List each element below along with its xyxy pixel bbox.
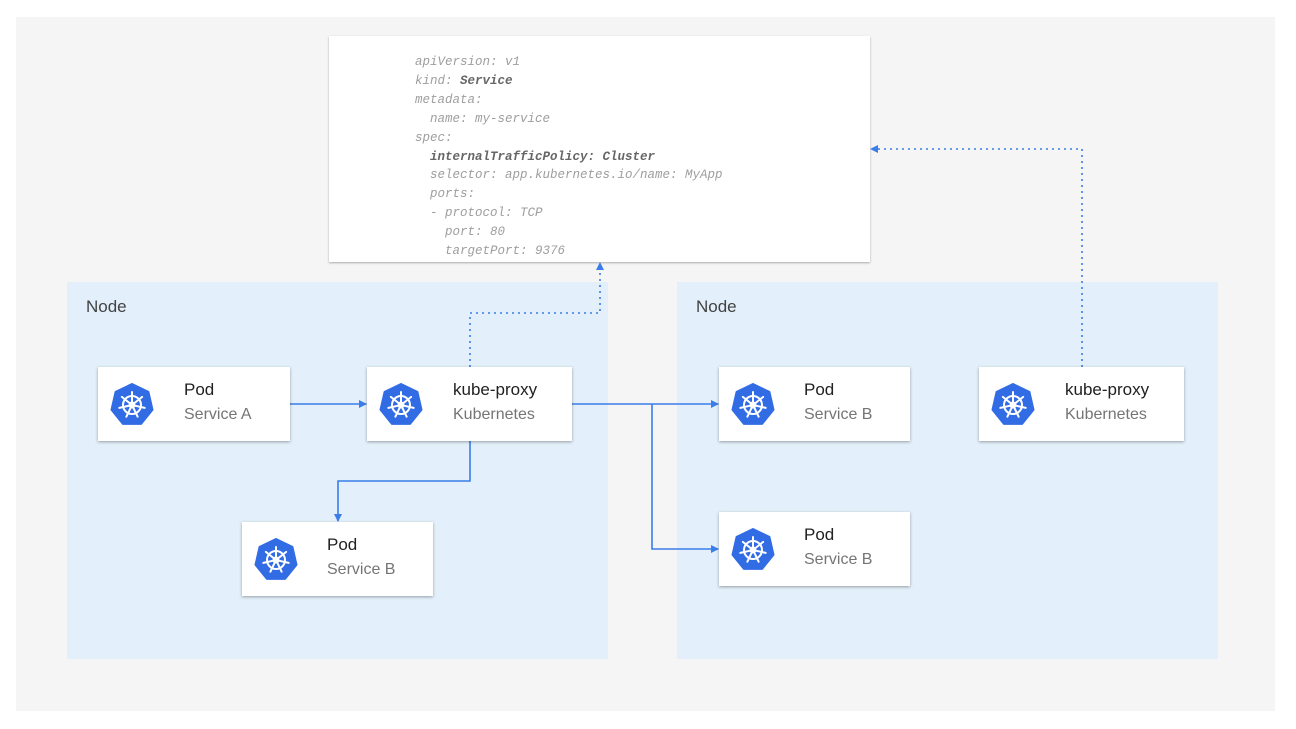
yaml-key: port:	[415, 225, 483, 240]
yaml-value: v1	[497, 55, 521, 69]
yaml-value: 9376	[527, 244, 566, 259]
yaml-line: internalTrafficPolicy: Cluster	[415, 150, 655, 164]
yaml-line: kind: Service	[415, 74, 513, 88]
card-title: Pod	[804, 525, 835, 544]
yaml-key: ports:	[415, 187, 476, 202]
card-subtitle: Service B	[804, 406, 873, 423]
yaml-line: targetPort: 9376	[415, 244, 565, 258]
card-subtitle: Service A	[184, 406, 252, 423]
yaml-key: internalTrafficPolicy:	[415, 149, 596, 164]
yaml-value: Service	[452, 73, 513, 88]
kubernetes-helm-icon	[731, 382, 775, 426]
node-label: Node	[696, 297, 737, 316]
yaml-value: app.kubernetes.io/name: MyApp	[497, 168, 723, 183]
pod-service-b-card-1[interactable]: Pod Service B	[242, 522, 433, 596]
node-label: Node	[86, 297, 127, 316]
arrow-proxy-to-podb1	[334, 441, 471, 522]
kube-proxy-card-1[interactable]: kube-proxy Kubernetes	[367, 367, 572, 441]
kubernetes-helm-icon	[110, 382, 154, 426]
yaml-key: selector:	[415, 168, 498, 183]
kubernetes-helm-icon	[731, 527, 775, 571]
card-title: kube-proxy	[453, 380, 538, 399]
yaml-code: apiVersion: v1 kind: Service metadata: n…	[415, 53, 723, 261]
card-subtitle: Kubernetes	[453, 406, 535, 423]
card-subtitle: Service B	[327, 561, 396, 578]
card-title: kube-proxy	[1065, 380, 1150, 399]
node-2: Node	[677, 282, 1218, 659]
yaml-value: 80	[482, 225, 506, 240]
yaml-line: selector: app.kubernetes.io/name: MyApp	[415, 168, 723, 182]
yaml-key: - protocol:	[415, 206, 513, 221]
yaml-key: kind:	[415, 73, 453, 88]
yaml-value: TCP	[512, 206, 543, 221]
yaml-line: apiVersion: v1	[415, 55, 520, 69]
card-title: Pod	[327, 535, 358, 554]
node-1: Node	[67, 282, 608, 659]
dotted-proxy1-to-service	[469, 262, 604, 367]
kubernetes-helm-icon	[254, 537, 298, 581]
dotted-proxy2-to-service	[870, 145, 1083, 367]
yaml-key: spec:	[415, 130, 453, 145]
yaml-key: metadata:	[415, 92, 483, 107]
yaml-line: metadata:	[415, 93, 483, 107]
card-title: Pod	[804, 380, 835, 399]
service-yaml-card: apiVersion: v1 kind: Service metadata: n…	[329, 36, 870, 262]
arrow-proxy-to-podb3	[651, 404, 719, 553]
yaml-line: spec:	[415, 131, 453, 145]
card-subtitle: Service B	[804, 551, 873, 568]
pod-service-b-card-3[interactable]: Pod Service B	[719, 512, 910, 586]
pod-service-b-card-2[interactable]: Pod Service B	[719, 367, 910, 441]
yaml-value: my-service	[467, 111, 551, 126]
yaml-key: apiVersion:	[415, 55, 498, 69]
kubernetes-helm-icon	[379, 382, 423, 426]
yaml-value: Cluster	[595, 149, 656, 164]
card-subtitle: Kubernetes	[1065, 406, 1147, 423]
pod-service-a-card[interactable]: Pod Service A	[98, 367, 290, 441]
yaml-line: ports:	[415, 187, 475, 201]
kubernetes-helm-icon	[991, 382, 1035, 426]
yaml-key: targetPort:	[415, 244, 528, 259]
yaml-line: port: 80	[415, 225, 505, 239]
yaml-key: name:	[415, 111, 468, 126]
yaml-line: - protocol: TCP	[415, 206, 543, 220]
kube-proxy-card-2[interactable]: kube-proxy Kubernetes	[979, 367, 1184, 441]
yaml-line: name: my-service	[415, 112, 550, 126]
card-title: Pod	[184, 380, 215, 399]
